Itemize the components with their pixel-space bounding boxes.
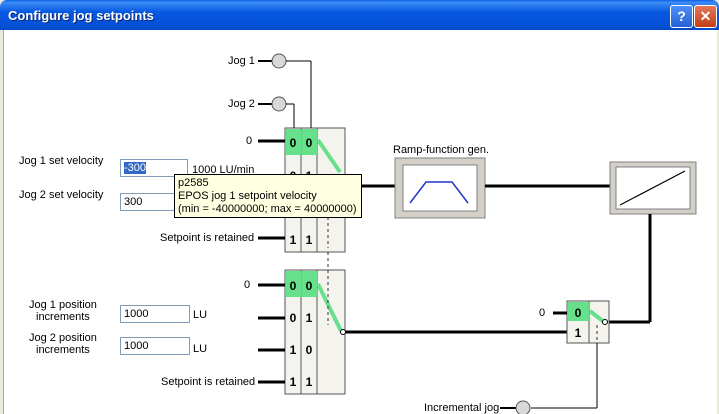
- velocity-active-cell: [286, 129, 301, 155]
- incremental-jog-connector[interactable]: [515, 400, 531, 414]
- jog1-label: Jog 1: [228, 55, 255, 67]
- position-active-cell: [302, 271, 317, 297]
- title-bar: Configure jog setpoints ? ✕: [0, 0, 719, 30]
- jog1-velocity-label: Jog 1 set velocity: [19, 155, 104, 167]
- position-switch-arm: [316, 283, 343, 332]
- jog2-velocity-input[interactable]: 300: [120, 193, 188, 211]
- jog2-position-unit: LU: [193, 343, 208, 355]
- jog2-velocity-label: Jog 2 set velocity: [19, 189, 104, 201]
- velocity-zero-label: 0: [246, 135, 253, 147]
- tooltip-range: (min = -40000000; max = 40000000): [178, 203, 357, 215]
- mode-table-cell: 0: [575, 306, 582, 320]
- velocity-table-cell: 1: [290, 233, 297, 247]
- tooltip-description: EPOS jog 1 setpoint velocity: [178, 190, 317, 202]
- jog1-position-input[interactable]: 1000: [120, 305, 190, 323]
- mode-active-cell: [568, 302, 589, 321]
- switch-pivot: [602, 319, 608, 325]
- jog1-position-label-line2: increments: [36, 311, 90, 323]
- jog1-signal-connector[interactable]: [271, 53, 287, 69]
- position-retained-label: Setpoint is retained: [161, 376, 256, 388]
- position-table-cell: 0: [306, 343, 313, 357]
- help-button[interactable]: ?: [670, 5, 693, 28]
- jog1-velocity-input[interactable]: -300: [120, 159, 188, 177]
- jog2-signal-connector[interactable]: [271, 96, 287, 112]
- velocity-table-cell: 0: [290, 136, 297, 150]
- tooltip-param-id: p2585: [178, 177, 209, 189]
- jog2-position-label-line2: increments: [36, 344, 90, 356]
- close-button[interactable]: ✕: [694, 5, 717, 28]
- jog2-position-input[interactable]: 1000: [120, 337, 190, 355]
- jog1-velocity-unit: 1000 LU/min: [192, 164, 255, 176]
- position-zero-label: 0: [244, 279, 251, 291]
- velocity-table-cell: 0: [306, 136, 313, 150]
- output-trace: [619, 170, 686, 206]
- jog2-label: Jog 2: [228, 98, 255, 110]
- velocity-retained-label: Setpoint is retained: [160, 232, 255, 244]
- position-table-cell: 1: [290, 343, 297, 357]
- mode-zero-label: 0: [539, 307, 546, 319]
- window-title: Configure jog setpoints: [8, 8, 154, 23]
- incremental-jog-label: Incremental jog: [424, 402, 500, 414]
- jog1-position-unit: LU: [193, 309, 208, 321]
- velocity-active-cell: [302, 129, 317, 155]
- position-table-cell: 0: [306, 279, 313, 293]
- velocity-switch-arm: [316, 138, 342, 174]
- ramp-function-graph: [402, 164, 478, 212]
- position-table-cell: 1: [306, 375, 313, 389]
- position-active-cell: [286, 271, 301, 297]
- position-table-cell: 0: [290, 311, 297, 325]
- mode-switch-arm: [588, 309, 606, 324]
- position-table-cell: 1: [290, 375, 297, 389]
- mode-table-cell: 1: [575, 326, 582, 340]
- parameter-tooltip: p2585 EPOS jog 1 setpoint velocity (min …: [174, 174, 362, 218]
- ramp-trace: [409, 181, 469, 204]
- jog1-position-label-line1: Jog 1 position: [29, 299, 97, 311]
- switch-pivot: [340, 329, 346, 335]
- position-table-cell: 0: [290, 279, 297, 293]
- position-table-cell: 1: [306, 311, 313, 325]
- velocity-table-cell: 1: [306, 233, 313, 247]
- jog2-position-label-line1: Jog 2 position: [29, 332, 97, 344]
- ramp-function-label: Ramp-function gen.: [393, 144, 489, 156]
